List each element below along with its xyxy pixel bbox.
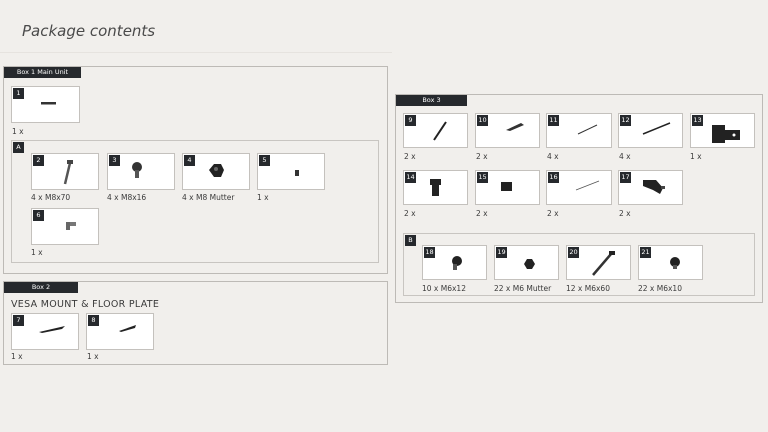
part-quantity: 4 x M8x16: [107, 193, 147, 202]
short-bolt-icon: [670, 257, 680, 269]
part-number: 6: [33, 210, 44, 221]
nut-icon: [524, 259, 535, 269]
box-1-panel: [3, 66, 388, 274]
part-number: 9: [405, 115, 416, 126]
box-3-label: Box 3: [396, 95, 467, 106]
part-number: 16: [548, 172, 559, 183]
small-block-icon: [295, 170, 299, 176]
part-quantity: 22 x M6 Mutter: [494, 284, 552, 293]
part-card-2[interactable]: 2: [31, 153, 99, 190]
part-quantity: 1 x: [11, 352, 23, 361]
part-quantity: 2 x: [547, 209, 559, 218]
part-number: 7: [13, 315, 24, 326]
clamp-icon: [501, 182, 512, 191]
part-quantity: 4 x: [619, 152, 631, 161]
part-quantity: 4 x: [547, 152, 559, 161]
part-number: 13: [692, 115, 703, 126]
clip-icon: [506, 123, 524, 131]
part-card-9[interactable]: 9: [403, 113, 468, 148]
box-2-panel: [3, 281, 388, 365]
box-3-panel: [395, 94, 763, 303]
part-quantity: 2 x: [476, 209, 488, 218]
bracket-icon: [66, 222, 76, 230]
part-number: 12: [620, 115, 631, 126]
part-quantity: 1 x: [12, 127, 24, 136]
part-card-5[interactable]: 5: [257, 153, 325, 190]
thin-rod-icon: [575, 180, 600, 191]
bar-part-icon: [41, 102, 56, 105]
part-card-8[interactable]: 8: [86, 313, 154, 350]
part-card-17[interactable]: 17: [618, 170, 683, 205]
box-2-subtitle: VESA MOUNT & FLOOR PLATE: [11, 299, 160, 310]
part-card-1[interactable]: 1: [11, 86, 80, 123]
part-card-19[interactable]: 19: [494, 245, 559, 280]
part-number: 1: [13, 88, 24, 99]
part-card-7[interactable]: 7: [11, 313, 79, 350]
group-a-tag: A: [13, 142, 24, 153]
plate-icon: [39, 326, 65, 333]
long-bolt-icon: [63, 160, 73, 185]
group-b-tag: B: [405, 235, 416, 246]
part-quantity: 10 x M6x12: [422, 284, 466, 293]
short-bolt-icon: [452, 256, 462, 270]
part-quantity: 2 x: [404, 209, 416, 218]
part-quantity: 2 x: [619, 209, 631, 218]
cup-holder-icon: [430, 179, 441, 196]
part-quantity: 4 x M8 Mutter: [182, 193, 235, 202]
group-b-panel: B: [403, 233, 755, 296]
part-card-16[interactable]: 16: [546, 170, 612, 205]
part-quantity: 4 x M8x70: [31, 193, 71, 202]
part-number: 18: [424, 247, 435, 258]
short-bolt-icon: [132, 162, 142, 178]
rod-icon: [433, 121, 447, 141]
part-number: 2: [33, 155, 44, 166]
nut-icon: [209, 164, 224, 177]
part-card-15[interactable]: 15: [475, 170, 540, 205]
part-quantity: 2 x: [476, 152, 488, 161]
part-card-10[interactable]: 10: [475, 113, 540, 148]
part-card-12[interactable]: 12: [618, 113, 683, 148]
part-quantity: 12 x M6x60: [566, 284, 610, 293]
part-number: 4: [184, 155, 195, 166]
page-title: Package contents: [22, 22, 156, 40]
part-card-14[interactable]: 14: [403, 170, 468, 205]
part-quantity: 2 x: [404, 152, 416, 161]
part-number: 11: [548, 115, 559, 126]
wall-bracket-icon: [712, 125, 740, 143]
part-number: 21: [640, 247, 651, 258]
box-2-label: Box 2: [4, 282, 78, 293]
part-card-3[interactable]: 3: [107, 153, 175, 190]
part-quantity: 1 x: [87, 352, 99, 361]
part-quantity: 22 x M6x10: [638, 284, 682, 293]
part-quantity: 1 x: [257, 193, 269, 202]
thin-rod-icon: [642, 122, 671, 135]
part-card-20[interactable]: 20: [566, 245, 631, 280]
title-divider: [0, 52, 392, 53]
part-card-11[interactable]: 11: [546, 113, 612, 148]
part-number: 10: [477, 115, 488, 126]
part-number: 3: [109, 155, 120, 166]
part-card-13[interactable]: 13: [690, 113, 755, 148]
thin-rod-icon: [577, 124, 598, 135]
plate-small-icon: [119, 325, 136, 332]
part-number: 17: [620, 172, 631, 183]
part-card-6[interactable]: 6: [31, 208, 99, 245]
group-a-panel: A: [11, 140, 379, 263]
box-1-label: Box 1 Main Unit: [4, 67, 81, 78]
part-number: 20: [568, 247, 579, 258]
part-number: 15: [477, 172, 488, 183]
part-number: 8: [88, 315, 99, 326]
part-card-4[interactable]: 4: [182, 153, 250, 190]
foot-icon: [643, 180, 665, 194]
part-number: 14: [405, 172, 416, 183]
part-quantity: 1 x: [690, 152, 702, 161]
part-number: 5: [259, 155, 270, 166]
long-bolt-icon: [592, 251, 615, 276]
part-card-21[interactable]: 21: [638, 245, 703, 280]
part-card-18[interactable]: 18: [422, 245, 487, 280]
part-number: 19: [496, 247, 507, 258]
part-quantity: 1 x: [31, 248, 43, 257]
